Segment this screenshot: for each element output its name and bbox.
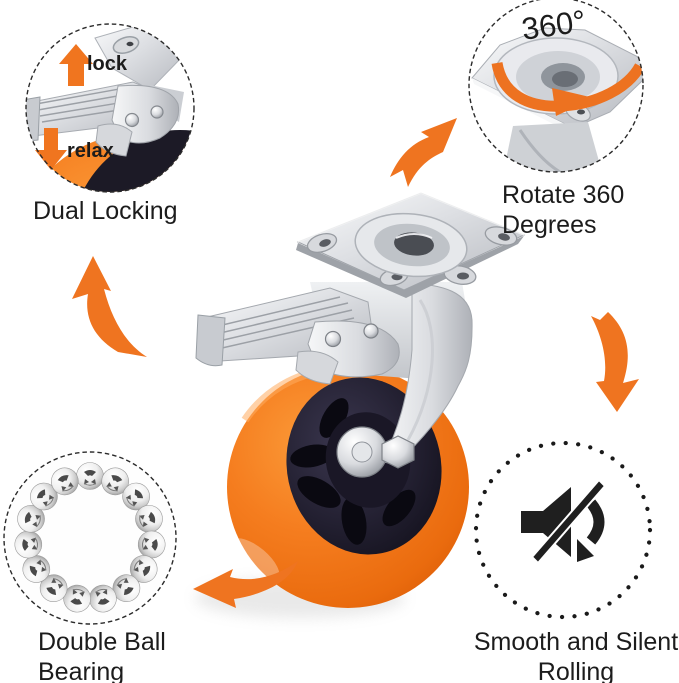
rotate-360-photo (468, 0, 644, 173)
curved-arrow-to-silent-rolling-icon (591, 312, 639, 412)
rotate-360-caption-line1: Rotate 360 (502, 181, 625, 209)
silent-rolling-caption: Smooth and Silent Rolling (456, 627, 679, 683)
dual-locking-circle (25, 23, 195, 193)
silent-rolling-caption-line2: Rolling (537, 658, 615, 683)
dual-locking-caption: Dual Locking (33, 197, 178, 225)
lock-up-arrow-icon (59, 44, 93, 86)
ball-bearing-ring (3, 451, 177, 625)
lock-label: lock (87, 53, 128, 75)
double-ball-bearing-caption: Double Ball Bearing (38, 627, 166, 683)
mute-speaker-icon (521, 478, 607, 565)
rotation-arrow-icon (491, 61, 643, 116)
silent-rolling-caption-line1: Smooth and Silent (473, 628, 679, 656)
curved-arrow-to-ball-bearing-icon (193, 561, 298, 608)
relax-label: relax (67, 140, 114, 162)
caster-photo (195, 192, 526, 618)
rotate-360-caption-line2: Degrees (502, 211, 597, 239)
relax-down-arrow-icon (35, 128, 67, 170)
double-ball-bearing-caption-line2: Bearing (38, 658, 125, 683)
rotate-360-circle (468, 0, 644, 173)
rotate-360-caption: Rotate 360 Degrees (502, 180, 624, 240)
double-ball-bearing-caption-line1: Double Ball (38, 628, 166, 656)
caster-top-plate (296, 192, 526, 298)
dual-locking-photo (25, 23, 195, 193)
curved-arrow-to-dual-locking-icon (72, 256, 147, 357)
caster-brake-pedal (195, 287, 400, 385)
silent-rolling-photo (473, 440, 653, 620)
curved-arrow-to-rotate-360-icon (390, 118, 457, 187)
